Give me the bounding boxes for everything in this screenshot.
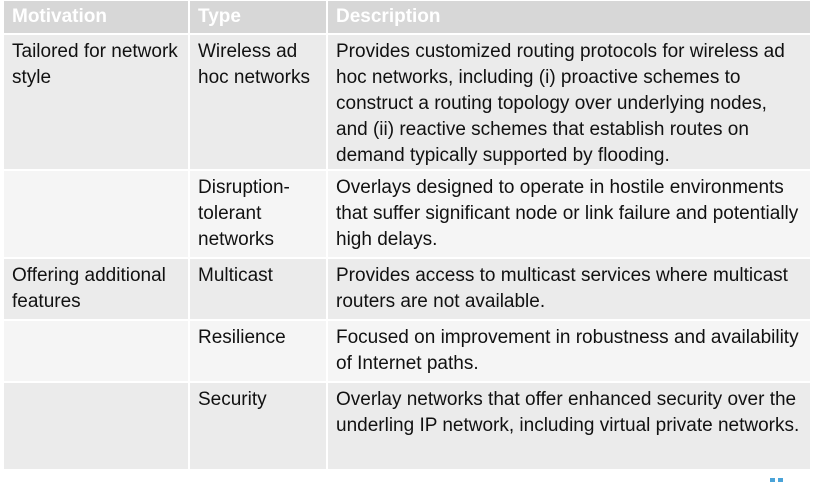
cell-motivation: Tailored for network style [4,33,190,169]
header-type: Type [190,1,328,33]
cell-description: Overlay networks that offer enhanced sec… [328,381,810,469]
cell-type: Wireless ad hoc networks [190,33,328,169]
table-row: Disruption-tolerant networks Overlays de… [4,169,810,257]
table-row: Resilience Focused on improvement in rob… [4,319,810,381]
cell-motivation: Offering additional features [4,257,190,319]
cell-motivation [4,381,190,469]
header-motivation: Motivation [4,1,190,33]
cell-type: Security [190,381,328,469]
table-row: Security Overlay networks that offer enh… [4,381,810,469]
cell-description: Provides access to multicast services wh… [328,257,810,319]
cell-description: Provides customized routing protocols fo… [328,33,810,169]
slide-corner-logo-icon [770,478,790,482]
cell-motivation [4,319,190,381]
table-row: Offering additional features Multicast P… [4,257,810,319]
table-row: Tailored for network style Wireless ad h… [4,33,810,169]
cell-description: Focused on improvement in robustness and… [328,319,810,381]
cell-type: Resilience [190,319,328,381]
cell-type: Multicast [190,257,328,319]
cell-description: Overlays designed to operate in hostile … [328,169,810,257]
table-header-row: Motivation Type Description [4,1,810,33]
cell-motivation [4,169,190,257]
overlay-types-table: Motivation Type Description Tailored for… [4,1,810,469]
header-description: Description [328,1,810,33]
cell-type: Disruption-tolerant networks [190,169,328,257]
